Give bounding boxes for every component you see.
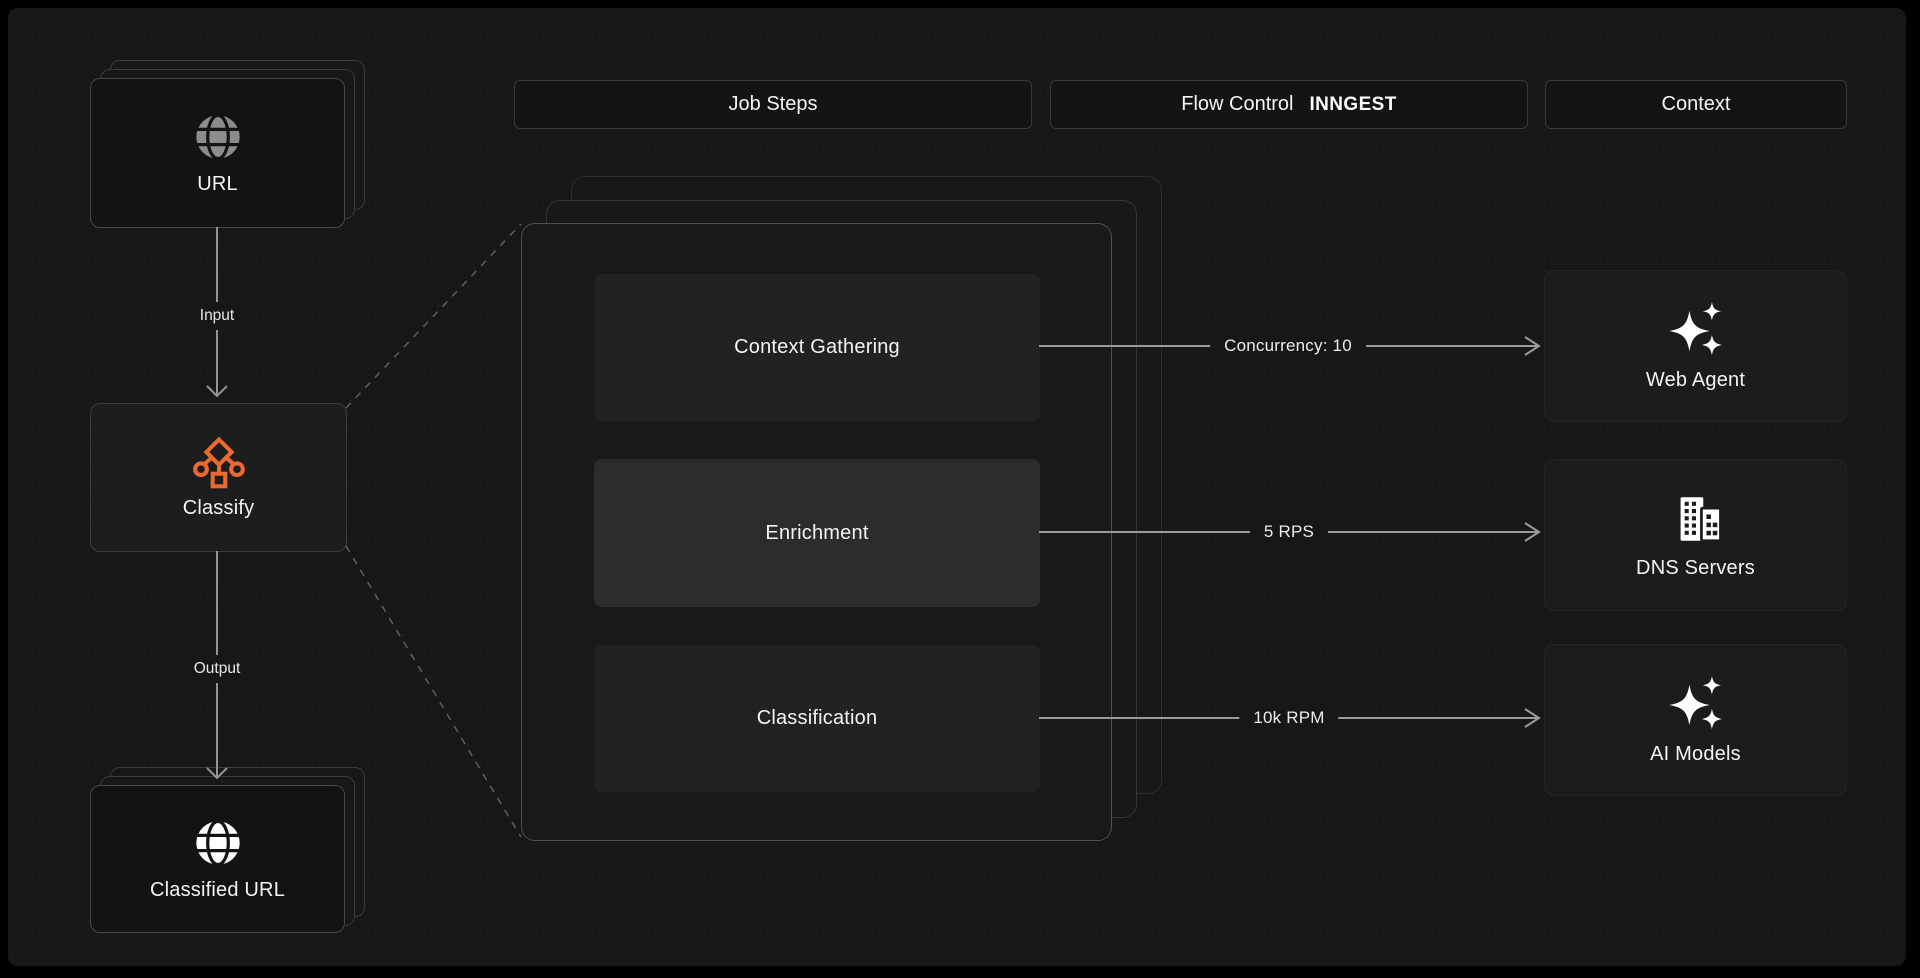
output-arrow-label: Output: [189, 655, 245, 683]
column-header-job-steps: Job Steps: [514, 80, 1032, 129]
classified-url-card-label: Classified URL: [149, 878, 286, 901]
web-agent-card: Web Agent: [1544, 270, 1847, 422]
flow-control-label-rpm: 10k RPM: [1239, 703, 1339, 733]
globe-icon: [195, 113, 240, 160]
dns-servers-card: DNS Servers: [1544, 459, 1847, 611]
ai-models-label: AI Models: [1650, 743, 1741, 765]
classify-card: Classify: [90, 403, 347, 552]
step-context-gathering: Context Gathering: [594, 274, 1040, 421]
url-card-label: URL: [197, 172, 238, 195]
step-enrichment: Enrichment: [594, 459, 1040, 607]
web-agent-label: Web Agent: [1645, 369, 1746, 391]
classify-card-label: Classify: [182, 497, 255, 519]
dns-servers-label: DNS Servers: [1636, 557, 1755, 579]
column-header-label: Job Steps: [728, 93, 818, 115]
diagram-canvas: Context Gathering Enrichment Classificat…: [8, 8, 1906, 966]
ai-models-card: AI Models: [1544, 644, 1847, 796]
globe-icon: [195, 819, 240, 866]
flow-control-label-rps: 5 RPS: [1249, 517, 1329, 547]
column-header-context: Context: [1545, 80, 1847, 129]
expand-dashed-lines: [345, 223, 522, 838]
building-icon: [1680, 497, 1722, 543]
step-label: Classification: [756, 707, 878, 729]
sparkles-icon: [1668, 301, 1722, 356]
step-label: Enrichment: [765, 521, 869, 544]
classify-tree-icon: [192, 436, 245, 489]
sparkles-icon: [1668, 675, 1722, 730]
classified-url-card: Classified URL: [90, 785, 345, 933]
flow-control-label-concurrency: Concurrency: 10: [1210, 331, 1366, 361]
column-header-flow-control: Flow Control INNGEST: [1050, 80, 1528, 129]
input-arrow-label: Input: [195, 302, 239, 330]
column-header-label: Context: [1661, 93, 1731, 115]
step-classification: Classification: [594, 645, 1040, 792]
url-card: URL: [90, 78, 345, 228]
job-steps-panel: Context Gathering Enrichment Classificat…: [521, 223, 1112, 841]
column-header-label: Flow Control: [1181, 93, 1294, 115]
inngest-logo: INNGEST: [1309, 93, 1397, 115]
step-label: Context Gathering: [734, 336, 900, 358]
